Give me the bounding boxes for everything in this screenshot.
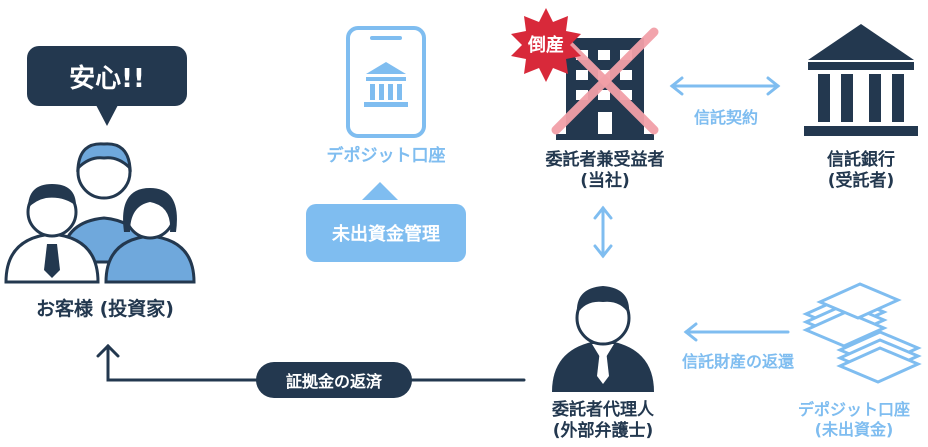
trust-property-return-label: 信託財産の返還 xyxy=(681,352,794,371)
relief-speech-bubble xyxy=(27,46,187,126)
trust-bank-icon xyxy=(804,24,918,136)
agent-role: (外部弁護士) xyxy=(552,421,654,442)
deposit-account-unfunded-label: デポジット口座 (未出資金) xyxy=(780,400,928,440)
customers-icon xyxy=(4,142,196,284)
trustor-name: 委託者兼受益者 xyxy=(545,150,665,170)
bankrupt-badge: 倒産 xyxy=(528,35,564,56)
bankrupt-burst xyxy=(511,8,581,82)
agent-name: 委託者代理人 xyxy=(552,400,654,420)
trustor-label: 委託者兼受益者 (当社) xyxy=(520,150,690,193)
customers-label: お客様 (投資家) xyxy=(36,298,174,320)
relief-callout: 安心!! xyxy=(69,63,145,94)
deposit-account-unfunded-note: (未出資金) xyxy=(814,420,894,439)
vertical-double-arrow xyxy=(593,205,613,259)
agent-label: 委託者代理人 (外部弁護士) xyxy=(528,400,678,443)
deposit-account-label: デポジット口座 xyxy=(326,146,446,166)
lawyer-icon xyxy=(552,286,654,392)
trustor-role: (当社) xyxy=(580,171,630,192)
deposit-account-phone-icon xyxy=(346,26,426,138)
segregated-management-pill: 未出資金管理 xyxy=(306,204,466,262)
segregated-management-pointer xyxy=(362,182,398,200)
margin-refund-pill: 証拠金の返済 xyxy=(256,362,412,398)
deposit-account-unfunded-name: デポジット口座 xyxy=(797,400,910,419)
trust-property-return-arrow xyxy=(683,322,790,342)
trust-bank-name: 信託銀行 xyxy=(827,150,895,170)
trust-contract-arrow xyxy=(669,76,781,96)
trust-bank-role: (受託者) xyxy=(827,171,895,192)
money-stack-icon xyxy=(802,282,922,384)
trust-contract-label: 信託契約 xyxy=(693,108,758,127)
trust-bank-label: 信託銀行 (受託者) xyxy=(796,150,926,193)
